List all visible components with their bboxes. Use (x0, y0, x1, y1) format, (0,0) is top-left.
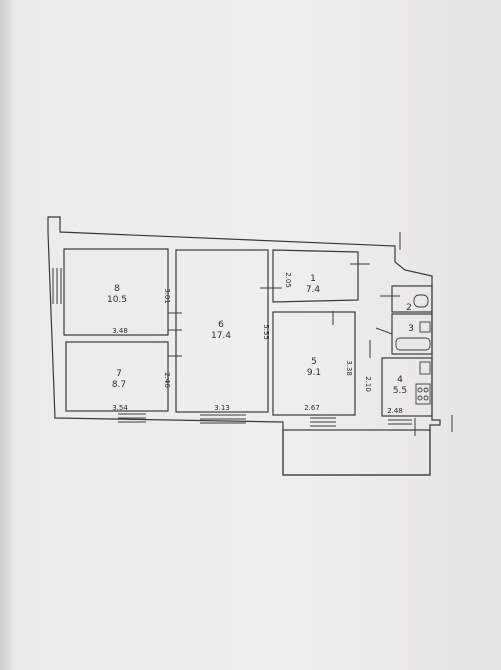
window-room-8 (52, 268, 62, 304)
balcony-outline (282, 429, 431, 476)
room-7-outline (65, 341, 169, 412)
room-labels: 8 10.5 7 8.7 6 17.4 1 7.4 5 9.1 2 3 4 5.… (107, 274, 414, 396)
room-5-height-dim: 3.38 (345, 360, 353, 376)
window-room-5 (310, 417, 336, 427)
dimension-labels: 3.48 3.01 3.54 2.46 3.13 5.55 2.05 2.67 … (112, 272, 403, 415)
room-6-area: 17.4 (211, 331, 231, 341)
room-2-number: 2 (406, 303, 412, 313)
room-4-outline (381, 357, 433, 417)
outer-wall (47, 216, 441, 476)
kitchen-sink-fixture (419, 361, 431, 375)
room-1-height-dim: 2.05 (284, 272, 292, 288)
room-8-height-dim: 3.01 (163, 288, 171, 304)
window-room-6 (200, 414, 246, 424)
room-2-outline (391, 285, 433, 313)
fixtures (395, 294, 431, 405)
room-7-number: 7 (116, 369, 122, 379)
walls (47, 216, 441, 476)
room-6-number: 6 (218, 320, 224, 330)
room-7-width-dim: 3.54 (112, 404, 128, 412)
room-5-width-dim: 2.67 (304, 404, 320, 412)
room-1-outline (272, 249, 359, 303)
room-5-number: 5 (311, 357, 317, 367)
room-8-area: 10.5 (107, 295, 127, 305)
room-6-width-dim: 3.13 (214, 404, 230, 412)
room-4-area: 5.5 (393, 386, 407, 396)
stove-fixture (415, 383, 431, 405)
room-7-area: 8.7 (112, 380, 126, 390)
room-8-width-dim: 3.48 (112, 327, 128, 335)
room-4-width-dim: 2.48 (387, 407, 403, 415)
room-1-number: 1 (310, 274, 316, 284)
room-6-height-dim: 5.55 (262, 324, 270, 340)
window-room-4 (388, 419, 412, 425)
room-4-number: 4 (397, 375, 403, 385)
window-room-7 (118, 413, 146, 423)
hall-height-dim: 2.10 (364, 376, 372, 392)
room-7-height-dim: 2.46 (163, 372, 171, 388)
room-8-outline (63, 248, 169, 336)
room-3-outline (391, 313, 433, 355)
room-5-outline (272, 311, 356, 416)
room-1-area: 7.4 (306, 285, 321, 295)
paper-edge-shadow (0, 0, 12, 670)
doors (168, 232, 453, 436)
room-5-area: 9.1 (307, 368, 321, 378)
room-8-number: 8 (114, 284, 120, 294)
sink-fixture (419, 321, 431, 333)
bathtub-fixture (395, 337, 431, 351)
room-3-number: 3 (408, 324, 414, 334)
toilet-fixture (413, 294, 429, 308)
room-6-outline (175, 249, 269, 413)
windows (52, 268, 412, 427)
